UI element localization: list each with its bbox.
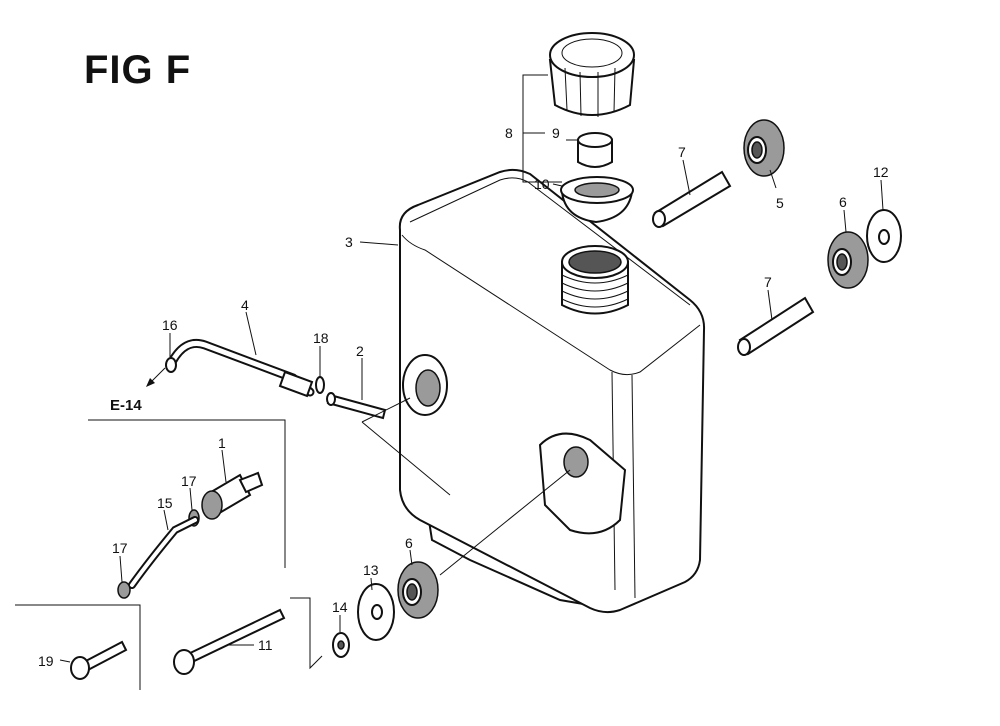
fuel-tube-15	[128, 516, 199, 589]
washer-12	[866, 209, 902, 263]
mount-pin-lower	[737, 296, 815, 356]
callout-7-upper: 7	[678, 144, 686, 160]
callout-3: 3	[345, 234, 353, 250]
callout-2: 2	[356, 343, 364, 359]
callout-5: 5	[776, 195, 784, 211]
fuel-valve-1	[201, 471, 264, 520]
callout-14: 14	[332, 599, 348, 615]
washer-13	[357, 583, 395, 641]
callout-16: 16	[162, 317, 178, 333]
callout-7-lower: 7	[764, 274, 772, 290]
nut-14	[332, 632, 350, 658]
callout-9: 9	[552, 125, 560, 141]
clip-17-lower	[117, 581, 131, 599]
callout-12: 12	[873, 164, 889, 180]
callout-6-upper: 6	[839, 194, 847, 210]
filler-neck	[561, 245, 629, 315]
callout-17-lower: 17	[112, 540, 128, 556]
cap-seal	[560, 176, 634, 224]
callout-13: 13	[363, 562, 379, 578]
callout-1: 1	[218, 435, 226, 451]
leader-lines	[15, 74, 884, 690]
rubber-mount-5	[743, 119, 785, 177]
filler-cap	[548, 32, 636, 117]
callout-4: 4	[241, 297, 249, 313]
callout-15: 15	[157, 495, 173, 511]
bolt-11	[173, 608, 286, 675]
callout-8: 8	[505, 125, 513, 141]
bolt-19	[70, 640, 128, 680]
callout-18: 18	[313, 330, 329, 346]
clip-16	[165, 357, 177, 373]
fuel-tube-4	[167, 338, 315, 398]
callout-17-upper: 17	[181, 473, 197, 489]
callout-10: 10	[534, 176, 550, 192]
rubber-mount-6-upper	[827, 231, 869, 289]
cap-filter	[577, 132, 613, 168]
mount-pin-upper	[652, 170, 732, 228]
figure-title: FIG F	[84, 48, 192, 92]
rubber-mount-6-lower	[397, 561, 439, 619]
bolt-2	[326, 392, 387, 420]
callout-6-lower: 6	[405, 535, 413, 551]
fuel-tank	[398, 168, 706, 614]
reference-e14: E-14	[110, 397, 142, 414]
clip-18	[315, 376, 325, 394]
callouts: 1 2 3 4 5 6 6 7 7 8 9 10 11 12 13 14 15 …	[38, 125, 889, 669]
callout-19: 19	[38, 653, 54, 669]
callout-11: 11	[258, 637, 273, 653]
